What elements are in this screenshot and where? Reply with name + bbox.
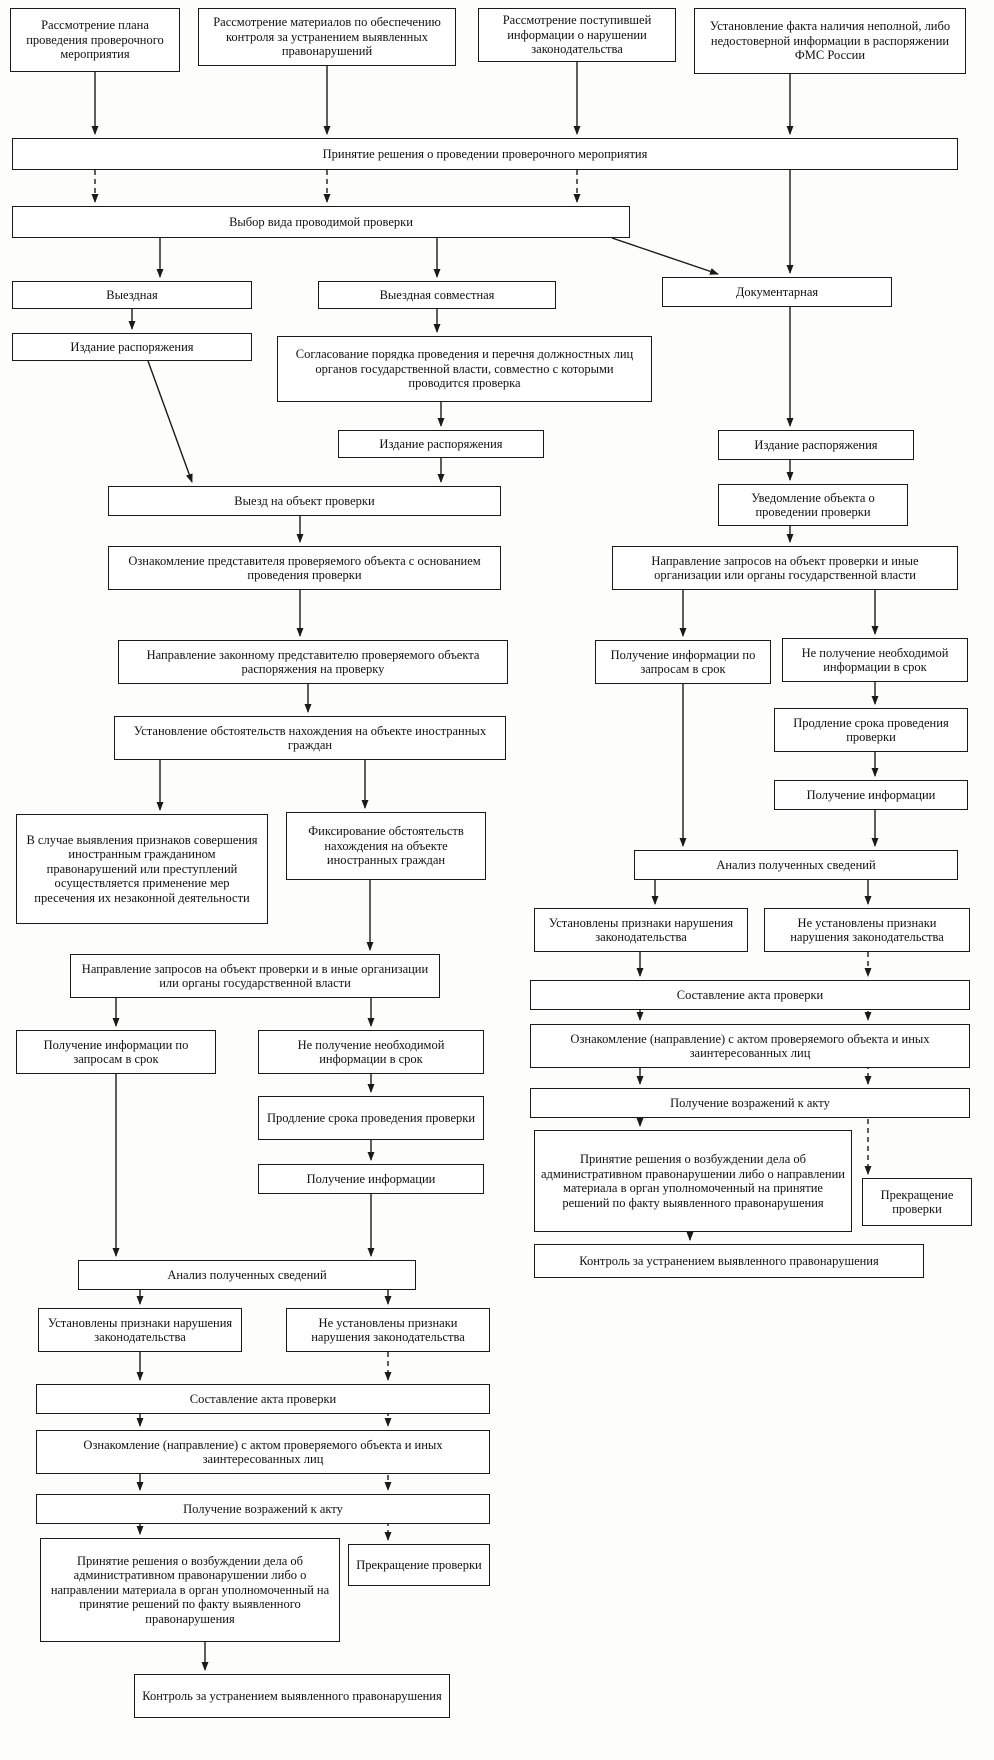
edge-order_left--depart [147, 360, 193, 483]
node-act-right: Составление акта проверки [530, 980, 970, 1010]
edge-choose_type--documentary [611, 237, 719, 275]
node-found-left: Установлены признаки нарушения законодат… [38, 1308, 242, 1352]
node-not-found-left: Не установлены признаки нарушения законо… [286, 1308, 490, 1352]
node-review-materials: Рассмотрение материалов по обеспечению к… [198, 8, 456, 66]
node-suppression: В случае выявления признаков совершения … [16, 814, 268, 924]
node-onsite-joint: Выездная совместная [318, 281, 556, 309]
node-extension-left: Продление срока проведения проверки [258, 1096, 484, 1140]
node-control-left: Контроль за устранением выявленного прав… [134, 1674, 450, 1718]
node-review-plan: Рассмотрение плана проведения проверочно… [10, 8, 180, 72]
node-info-received-right: Получение информации [774, 780, 968, 810]
node-info-in-time-left: Получение информации по запросам в срок [16, 1030, 216, 1074]
node-fixation: Фиксирование обстоятельств нахождения на… [286, 812, 486, 880]
node-analysis-right: Анализ полученных сведений [634, 850, 958, 880]
node-decision: Принятие решения о проведении проверочно… [12, 138, 958, 170]
node-found-right: Установлены признаки нарушения законодат… [534, 908, 748, 952]
node-objections-left: Получение возражений к акту [36, 1494, 490, 1524]
node-documentary: Документарная [662, 277, 892, 307]
node-info-received-left: Получение информации [258, 1164, 484, 1194]
node-objections-right: Получение возражений к акту [530, 1088, 970, 1118]
node-info-not-in-time-left: Не получение необходимой информации в ср… [258, 1030, 484, 1074]
node-notify: Уведомление объекта о проведении проверк… [718, 484, 908, 526]
node-depart: Выезд на объект проверки [108, 486, 501, 516]
node-order-left: Издание распоряжения [12, 333, 252, 361]
node-familiarize-act-right: Ознакомление (направление) с актом прове… [530, 1024, 970, 1068]
node-decision-case-right: Принятие решения о возбуждении дела об а… [534, 1130, 852, 1232]
node-familiarize-act-left: Ознакомление (направление) с актом прове… [36, 1430, 490, 1474]
node-familiarize: Ознакомление представителя проверяемого … [108, 546, 501, 590]
node-requests-right: Направление запросов на объект проверки … [612, 546, 958, 590]
node-not-found-right: Не установлены признаки нарушения законо… [764, 908, 970, 952]
node-act-left: Составление акта проверки [36, 1384, 490, 1414]
node-coordination: Согласование порядка проведения и перечн… [277, 336, 652, 402]
node-decision-case-left: Принятие решения о возбуждении дела об а… [40, 1538, 340, 1642]
node-extension-right: Продление срока проведения проверки [774, 708, 968, 752]
node-requests-left: Направление запросов на объект проверки … [70, 954, 440, 998]
node-establish: Установление обстоятельств нахождения на… [114, 716, 506, 760]
node-termination-left: Прекращение проверки [348, 1544, 490, 1586]
node-order-right: Издание распоряжения [718, 430, 914, 460]
node-fact-incomplete: Установление факта наличия неполной, либ… [694, 8, 966, 74]
node-send-order: Направление законному представителю пров… [118, 640, 508, 684]
node-analysis-left: Анализ полученных сведений [78, 1260, 416, 1290]
node-termination-right: Прекращение проверки [862, 1178, 972, 1226]
node-order-mid: Издание распоряжения [338, 430, 544, 458]
node-review-info: Рассмотрение поступившей информации о на… [478, 8, 676, 62]
node-choose-type: Выбор вида проводимой проверки [12, 206, 630, 238]
node-info-in-time-right: Получение информации по запросам в срок [595, 640, 771, 684]
node-info-not-in-time-right: Не получение необходимой информации в ср… [782, 638, 968, 682]
node-control-right: Контроль за устранением выявленного прав… [534, 1244, 924, 1278]
node-onsite: Выездная [12, 281, 252, 309]
